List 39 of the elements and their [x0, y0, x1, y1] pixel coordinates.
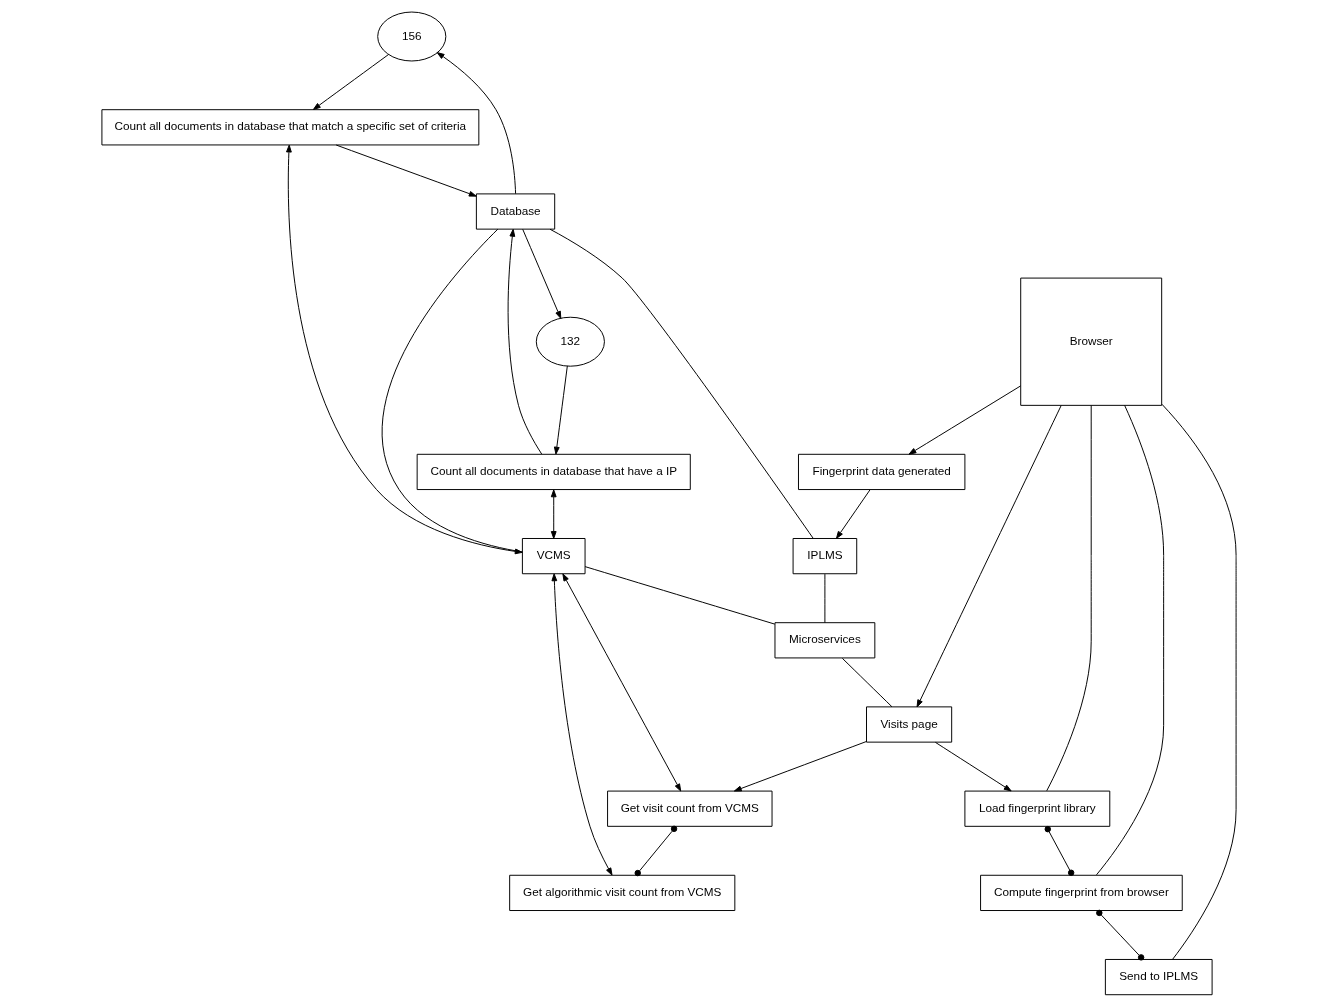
node-box: Fingerprint data generated	[798, 453, 966, 491]
connector	[1096, 909, 1145, 961]
arrow	[553, 365, 568, 455]
arrow	[908, 385, 1022, 455]
arrow	[312, 53, 390, 110]
arrow	[835, 489, 871, 539]
arrow	[562, 573, 682, 792]
connector	[824, 573, 826, 624]
connector	[1161, 403, 1237, 960]
node-box: Load fingerprint library	[964, 790, 1111, 827]
arrow	[551, 573, 613, 876]
node-box: Database	[475, 193, 556, 230]
node-box: Count all documents in database that have a IP	[416, 453, 691, 491]
connector	[1044, 825, 1075, 876]
connector	[549, 228, 814, 539]
node-box: IPLMS	[792, 538, 858, 575]
arrow	[335, 144, 477, 197]
node-box: Compute fingerprint from browser	[980, 874, 1183, 911]
arrow	[522, 228, 562, 319]
node-box: Browser	[1020, 277, 1163, 406]
node-box: Visits page	[866, 706, 953, 743]
node-ellipse: 132	[535, 316, 605, 367]
connector	[1096, 404, 1165, 876]
arrow	[733, 741, 867, 792]
node-box: VCMS	[521, 538, 586, 575]
arrow	[934, 741, 1012, 792]
connector	[1046, 404, 1092, 792]
node-box: Send to IPLMS	[1104, 959, 1213, 996]
connector	[634, 825, 678, 877]
arrow	[916, 405, 1062, 708]
node-box: Get visit count from VCMS	[607, 790, 773, 827]
arrow	[550, 489, 557, 539]
node-box: Count all documents in database that match a specific set of criteria	[101, 109, 480, 146]
connector	[841, 657, 893, 708]
node-box: Microservices	[774, 622, 876, 659]
arrow	[436, 52, 517, 195]
node-box: Get algorithmic visit count from VCMS	[509, 874, 736, 911]
arrow	[507, 228, 543, 455]
connector	[584, 566, 776, 625]
